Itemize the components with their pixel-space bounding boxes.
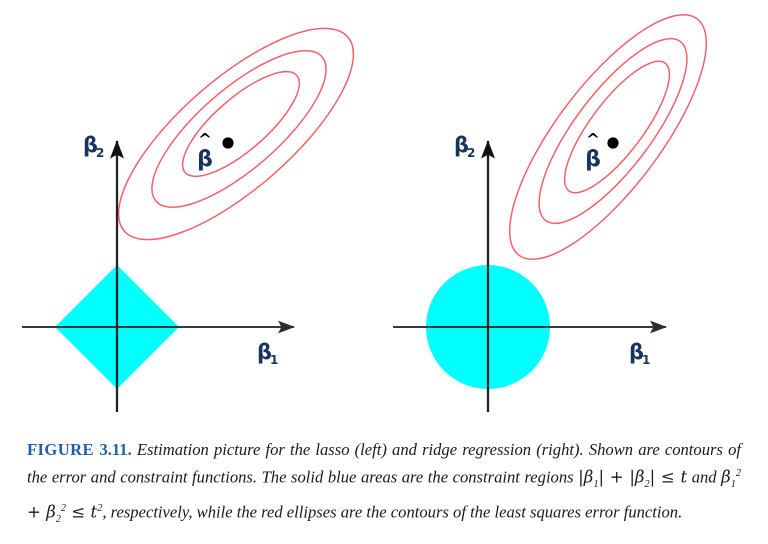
caption-ridge-beta1: β — [721, 467, 731, 487]
figure-caption-label: FIGURE 3.11. — [27, 440, 132, 459]
caption-lasso-bar-mid: | + | — [598, 467, 635, 487]
ridge-beta-hat-symbol: β — [585, 147, 601, 172]
caption-ridge-beta2-sub: 2 — [55, 514, 61, 526]
ridge-contour-middle — [538, 37, 688, 225]
ridge-beta-hat-accent: ^ — [586, 130, 600, 150]
lasso-beta-hat-symbol: β — [197, 147, 213, 172]
caption-ridge-beta2: β — [46, 502, 56, 522]
ridge-y-axis-label: β 2 — [454, 133, 475, 160]
caption-ridge-beta1-sub: 1 — [730, 479, 736, 491]
caption-ridge-relation: ≤ t — [66, 502, 98, 522]
caption-ridge-beta2-sup: 2 — [60, 503, 67, 515]
ridge-x-axis-label-symbol: β — [629, 340, 644, 364]
figure-caption-sentence-1: Estimation picture for the lasso (left) … — [27, 440, 741, 487]
lasso-contour-middle — [151, 50, 327, 208]
figure-caption-label-prefix: FIGURE — [27, 440, 94, 459]
figure-caption-label-number: 3.11. — [99, 440, 132, 459]
ridge-y-axis-label-subscript: 2 — [467, 146, 475, 160]
lasso-y-axis-label: β 2 — [83, 133, 104, 160]
panel-ridge: ^ β β 2 β 1 — [393, 13, 708, 412]
figure-caption-and: and — [687, 467, 722, 487]
lasso-beta-hat-label: ^ β — [197, 130, 213, 172]
ridge-contours — [508, 13, 708, 261]
caption-lasso-beta2: β — [634, 467, 645, 487]
ridge-beta-hat-label: ^ β — [585, 130, 601, 172]
lasso-x-axis-label-symbol: β — [257, 340, 272, 364]
lasso-contours — [117, 27, 355, 241]
caption-ridge-plus: + — [27, 502, 47, 522]
lasso-x-axis-label-subscript: 1 — [270, 353, 278, 367]
ridge-x-axis-label: β 1 — [629, 340, 650, 367]
caption-ridge-t-sup: 2 — [97, 503, 103, 515]
panel-lasso: ^ β β 2 β 1 — [22, 27, 355, 412]
caption-lasso-beta1-sub: 1 — [593, 479, 599, 491]
caption-lasso-bar-open: | — [578, 467, 584, 487]
caption-ridge-beta1-sup: 2 — [735, 468, 742, 480]
caption-lasso-beta2-sub: 2 — [644, 479, 650, 491]
figure-caption-sentence-3: , respectively, while the red ellipses a… — [102, 502, 683, 522]
figure-caption: FIGURE 3.11. Estimation picture for the … — [27, 438, 741, 533]
ridge-x-axis-label-subscript: 1 — [642, 353, 650, 367]
lasso-contour-outer — [117, 27, 355, 241]
ridge-y-axis-label-symbol: β — [454, 133, 469, 157]
ridge-contour-inner — [563, 60, 671, 194]
lasso-y-axis-label-subscript: 2 — [96, 146, 104, 160]
estimation-picture-diagram: ^ β β 2 β 1 ^ — [22, 13, 708, 412]
ridge-contour-outer — [508, 13, 708, 261]
caption-lasso-relation: | ≤ t — [649, 467, 688, 487]
lasso-x-axis-label: β 1 — [257, 340, 278, 367]
lasso-beta-hat-point — [222, 137, 234, 149]
lasso-contour-inner — [181, 70, 301, 178]
lasso-y-axis-label-symbol: β — [83, 133, 98, 157]
lasso-beta-hat-accent: ^ — [198, 130, 212, 150]
ridge-beta-hat-point — [607, 137, 619, 149]
caption-lasso-beta1: β — [583, 467, 594, 487]
